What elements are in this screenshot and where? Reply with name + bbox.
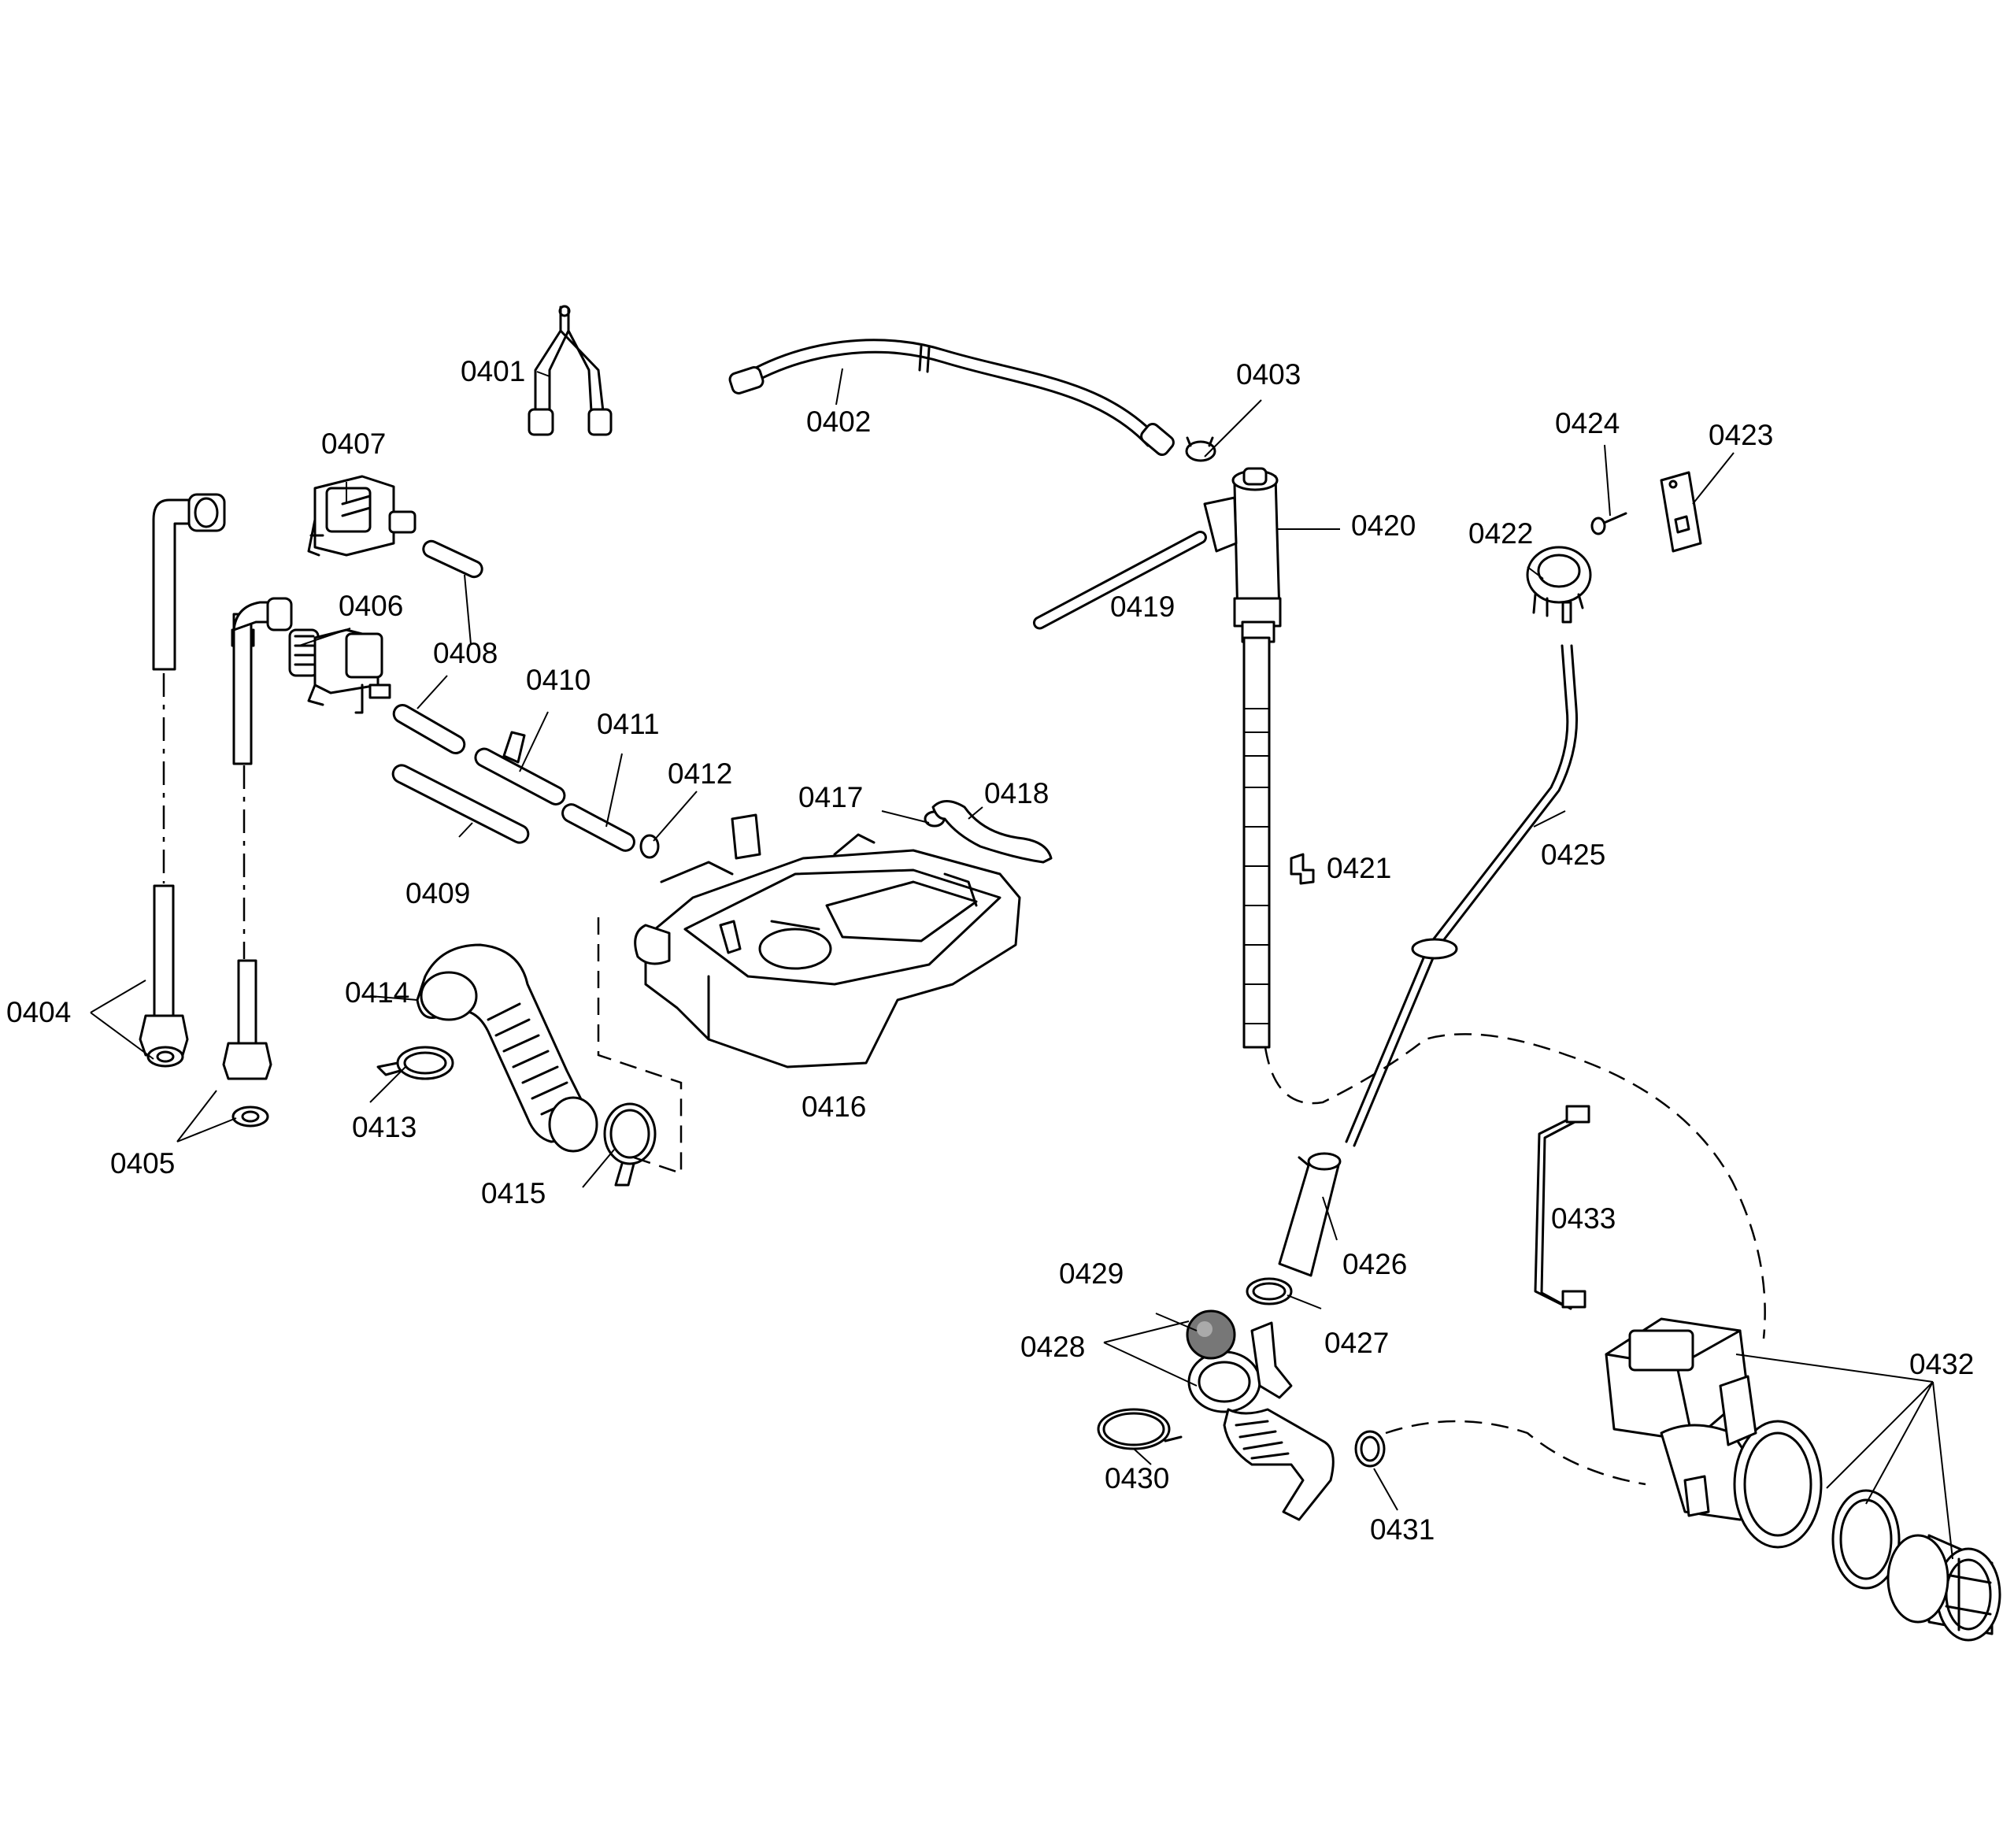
- part-0402-hose: [728, 339, 1175, 457]
- label-0425: 0425: [1541, 839, 1605, 871]
- leader-lines: [90, 368, 1953, 1560]
- label-0433: 0433: [1551, 1202, 1616, 1235]
- label-0432: 0432: [1909, 1348, 1974, 1380]
- part-0413-clamp: [376, 1046, 454, 1080]
- part-0408-tube-a: [422, 539, 483, 579]
- part-0404-inlet-pipe: [139, 493, 226, 1068]
- part-0403-clip: [1185, 436, 1216, 462]
- label-0422: 0422: [1468, 517, 1533, 550]
- part-0423-bracket-plate: [1660, 471, 1702, 553]
- part-0409-tube: [391, 764, 530, 844]
- label-0427: 0427: [1324, 1327, 1389, 1359]
- label-0408: 0408: [433, 637, 498, 669]
- part-0405-inlet-pipe: [222, 597, 293, 1128]
- part-0426-air-trap: [1278, 1152, 1342, 1277]
- label-0429: 0429: [1059, 1257, 1124, 1290]
- label-0415: 0415: [481, 1177, 546, 1209]
- part-0407-valve: [307, 475, 417, 557]
- dashed-guide-0431: [1385, 1420, 1646, 1486]
- part-0432-gasket: [1831, 1489, 1901, 1590]
- label-0424: 0424: [1555, 407, 1620, 439]
- part-0430-ring: [1097, 1408, 1183, 1450]
- dashed-guide-0420: [1264, 1033, 1766, 1339]
- label-0411: 0411: [597, 708, 660, 740]
- part-0425-pressure-hose: [1345, 644, 1578, 1147]
- label-0403: 0403: [1236, 358, 1301, 391]
- part-0408-tube-b: [392, 704, 466, 754]
- label-0407: 0407: [321, 428, 386, 460]
- label-0404: 0404: [6, 996, 71, 1028]
- label-0410: 0410: [526, 664, 591, 696]
- part-0424-screw: [1590, 512, 1627, 535]
- part-0420-air-chamber: [1203, 467, 1282, 643]
- part-0431-clamp: [1354, 1430, 1386, 1468]
- dashed-guide-0416: [597, 917, 683, 1175]
- label-0406: 0406: [339, 590, 403, 622]
- label-0417: 0417: [798, 781, 863, 813]
- part-0420-tube: [1242, 636, 1271, 1049]
- part-0418-elbow-hose: [931, 800, 1053, 864]
- part-0406-inlet-valve: [288, 628, 391, 714]
- part-0428-sump-hose: [1187, 1321, 1335, 1521]
- label-0418: 0418: [984, 777, 1049, 809]
- label-0430: 0430: [1105, 1462, 1169, 1494]
- part-0419-rod: [1032, 531, 1207, 630]
- part-0432-filter: [1886, 1534, 2001, 1642]
- part-0411-tube: [561, 803, 635, 852]
- label-0414: 0414: [345, 976, 409, 1009]
- label-0412: 0412: [668, 757, 732, 790]
- label-0419: 0419: [1110, 591, 1175, 623]
- label-0421: 0421: [1327, 852, 1391, 884]
- label-0405: 0405: [110, 1147, 175, 1180]
- part-0401-y-connector: [528, 305, 613, 436]
- part-0416-dispenser-housing: [634, 813, 1021, 1068]
- label-0431: 0431: [1370, 1513, 1435, 1546]
- label-0401: 0401: [461, 355, 525, 387]
- label-0426: 0426: [1342, 1248, 1407, 1280]
- label-0413: 0413: [352, 1111, 417, 1143]
- part-0427-clamp: [1246, 1277, 1293, 1305]
- label-0423: 0423: [1709, 419, 1773, 451]
- part-0421-bracket: [1290, 853, 1315, 885]
- part-0422-pressure-switch: [1526, 546, 1592, 624]
- label-0428: 0428: [1020, 1331, 1085, 1363]
- part-0432-drain-pump: [1605, 1317, 1823, 1549]
- label-0409: 0409: [405, 877, 470, 909]
- label-0420: 0420: [1351, 509, 1416, 542]
- label-0416: 0416: [802, 1091, 866, 1123]
- part-0433-wire-harness: [1534, 1105, 1590, 1310]
- part-0414-bellows-hose: [416, 943, 598, 1153]
- part-0410-t-connector: [474, 731, 566, 805]
- label-0402: 0402: [806, 406, 871, 438]
- part-0415-clamp: [603, 1102, 657, 1187]
- part-0429-ball: [1186, 1309, 1236, 1360]
